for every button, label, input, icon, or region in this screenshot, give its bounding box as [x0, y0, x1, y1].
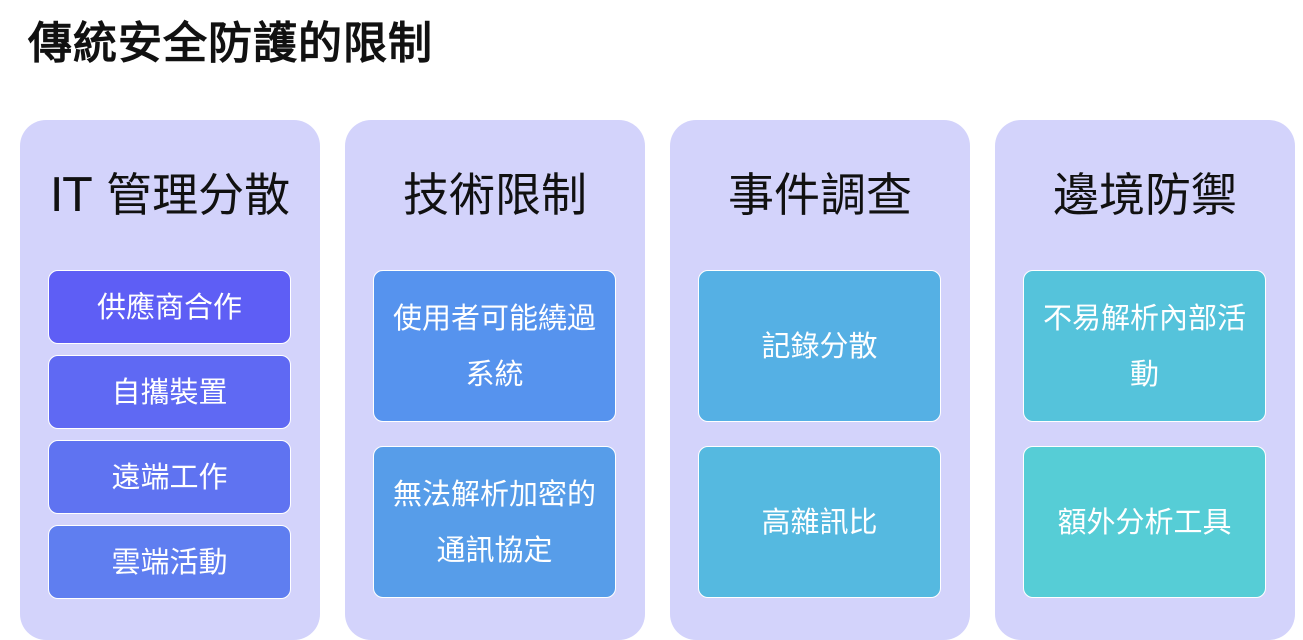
item-box: 供應商合作	[48, 270, 291, 344]
item-box: 使用者可能繞過系統	[373, 270, 616, 422]
item-label: 高雜訊比	[761, 505, 878, 539]
item-box: 高雜訊比	[698, 446, 941, 598]
item-label: 不易解析內部活動	[1042, 301, 1246, 391]
item-label: 自攜裝置	[111, 375, 228, 409]
item-box: 遠端工作	[48, 440, 291, 514]
column-incident-investigation: 事件調查 記錄分散 高雜訊比	[670, 120, 970, 640]
column-heading: 邊境防禦	[1053, 168, 1237, 222]
item-box: 額外分析工具	[1023, 446, 1266, 598]
item-label: 額外分析工具	[1057, 505, 1232, 539]
item-box: 無法解析加密的通訊協定	[373, 446, 616, 598]
item-label: 遠端工作	[111, 460, 228, 494]
item-box: 記錄分散	[698, 270, 941, 422]
column-perimeter-defense: 邊境防禦 不易解析內部活動 額外分析工具	[995, 120, 1295, 640]
column-it-management: IT 管理分散 供應商合作 自攜裝置 遠端工作 雲端活動	[20, 120, 320, 640]
item-label: 雲端活動	[111, 545, 228, 579]
item-box: 不易解析內部活動	[1023, 270, 1266, 422]
column-technical-limits: 技術限制 使用者可能繞過系統 無法解析加密的通訊協定	[345, 120, 645, 640]
item-box: 雲端活動	[48, 525, 291, 599]
column-heading: IT 管理分散	[49, 168, 291, 222]
page-title: 傳統安全防護的限制	[28, 18, 433, 69]
limitations-diagram: IT 管理分散 供應商合作 自攜裝置 遠端工作 雲端活動 技術限制 使用者可能繞…	[20, 120, 1295, 640]
item-label: 使用者可能繞過系統	[392, 301, 596, 391]
item-label: 記錄分散	[761, 329, 878, 363]
column-heading: 事件調查	[728, 168, 912, 222]
item-box: 自攜裝置	[48, 355, 291, 429]
item-label: 供應商合作	[96, 290, 242, 324]
item-label: 無法解析加密的通訊協定	[392, 477, 596, 567]
column-heading: 技術限制	[403, 168, 587, 222]
